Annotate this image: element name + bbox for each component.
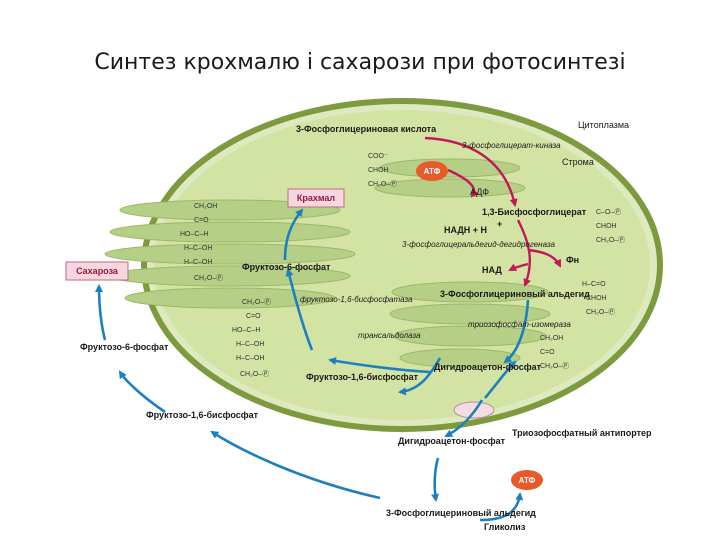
svg-text:H–C–OH: H–C–OH xyxy=(184,245,212,252)
atp-label-cytoplasm: АТФ xyxy=(519,476,536,485)
pi-label: Фн xyxy=(566,255,579,265)
svg-text:CHOH: CHOH xyxy=(368,167,389,174)
svg-text:CH₂O–Ⓟ: CH₂O–Ⓟ xyxy=(240,370,269,378)
svg-text:H–C–OH: H–C–OH xyxy=(236,355,264,362)
svg-text:C=O: C=O xyxy=(540,349,555,356)
atp-badge-cytoplasm xyxy=(511,470,543,490)
adp-label: АДФ xyxy=(470,187,489,197)
f6p-cyto-label: Фруктозо-6-фосфат xyxy=(80,342,169,352)
slide-title: Синтез крохмалю і сахарози при фотосинте… xyxy=(94,50,626,75)
f16bp-label: Фруктозо-1,6-бисфосфат xyxy=(306,372,419,382)
magenta-arrows xyxy=(424,136,562,287)
aldolase-label: транcальдолаза xyxy=(358,331,421,340)
svg-text:CH₂OH: CH₂OH xyxy=(194,203,217,210)
dhap-cyto-label: Дигидроацетон-фосфат xyxy=(398,436,506,446)
sucrose-box xyxy=(65,261,129,281)
sucrose-label: Сахароза xyxy=(76,266,119,276)
svg-text:C=O: C=O xyxy=(194,217,209,224)
svg-text:CH₂O–Ⓟ: CH₂O–Ⓟ xyxy=(586,308,615,316)
svg-text:CH₂O–Ⓟ: CH₂O–Ⓟ xyxy=(242,298,271,306)
svg-text:COO⁻: COO⁻ xyxy=(368,153,388,160)
f16bp-cyto-label: Фруктозо-1,6-бисфосфат xyxy=(146,410,259,420)
svg-text:CHOH: CHOH xyxy=(586,295,607,302)
nadh-label: НАДН + Н xyxy=(444,225,487,235)
pga-kinase-label: 3-фосфоглицерат-киназа xyxy=(462,141,561,150)
tpi-label: триозофосфат-изомераза xyxy=(468,320,571,329)
gap-label: 3-Фосфоглицериновый альдегид xyxy=(440,289,590,299)
glycolysis-label: Гликолиз xyxy=(484,522,526,532)
dhap-label: Дигидроацетон-фосфат xyxy=(434,362,542,372)
cytoplasm-label: Цитоплазма xyxy=(578,120,629,130)
svg-text:H–C–OH: H–C–OH xyxy=(184,259,212,266)
svg-text:C=O: C=O xyxy=(246,313,261,320)
bpg-label: 1,3-Бисфосфоглицерат xyxy=(482,207,587,217)
svg-text:HO–C–H: HO–C–H xyxy=(232,327,260,334)
svg-text:CH₂O–Ⓟ: CH₂O–Ⓟ xyxy=(540,362,569,370)
f6p-label: Фруктозо-6-фосфат xyxy=(242,262,331,272)
svg-text:CHOH: CHOH xyxy=(596,223,617,230)
svg-text:CH₂O–Ⓟ: CH₂O–Ⓟ xyxy=(194,274,223,282)
antiporter-label: Триозофосфатный антипортер xyxy=(512,428,652,438)
svg-text:H–C=O: H–C=O xyxy=(582,281,606,288)
blue-arrows xyxy=(95,208,530,522)
atp-label-stroma: АТФ xyxy=(424,167,441,176)
nad-label: НАД xyxy=(482,265,502,275)
svg-text:HO–C–H: HO–C–H xyxy=(180,231,208,238)
svg-text:CH₂O–Ⓟ: CH₂O–Ⓟ xyxy=(368,180,397,188)
f16bpase-label: фруктозо-1,6-бисфосфатаза xyxy=(300,295,413,304)
stroma-label: Строма xyxy=(562,157,594,167)
svg-text:CH₂O–Ⓟ: CH₂O–Ⓟ xyxy=(596,236,625,244)
starch-box xyxy=(287,188,345,208)
svg-text:CH₂OH: CH₂OH xyxy=(540,335,563,342)
starch-label: Крахмал xyxy=(297,193,336,203)
chem-structures: COO⁻ CHOH CH₂O–Ⓟ C–O–Ⓟ CHOH CH₂O–Ⓟ H–C=O… xyxy=(180,153,625,378)
gapdh-label: 3-фосфоглицеральдегид-дегидрогеназа xyxy=(402,240,555,249)
plus-label: + xyxy=(497,219,502,229)
pga-label: 3-Фосфоглицериновая кислота xyxy=(296,124,437,134)
atp-badge-stroma xyxy=(416,161,448,181)
svg-text:H–C–OH: H–C–OH xyxy=(236,341,264,348)
svg-text:C–O–Ⓟ: C–O–Ⓟ xyxy=(596,208,621,216)
gap-cyto-label: 3-Фосфоглицериновый альдегид xyxy=(386,508,536,518)
